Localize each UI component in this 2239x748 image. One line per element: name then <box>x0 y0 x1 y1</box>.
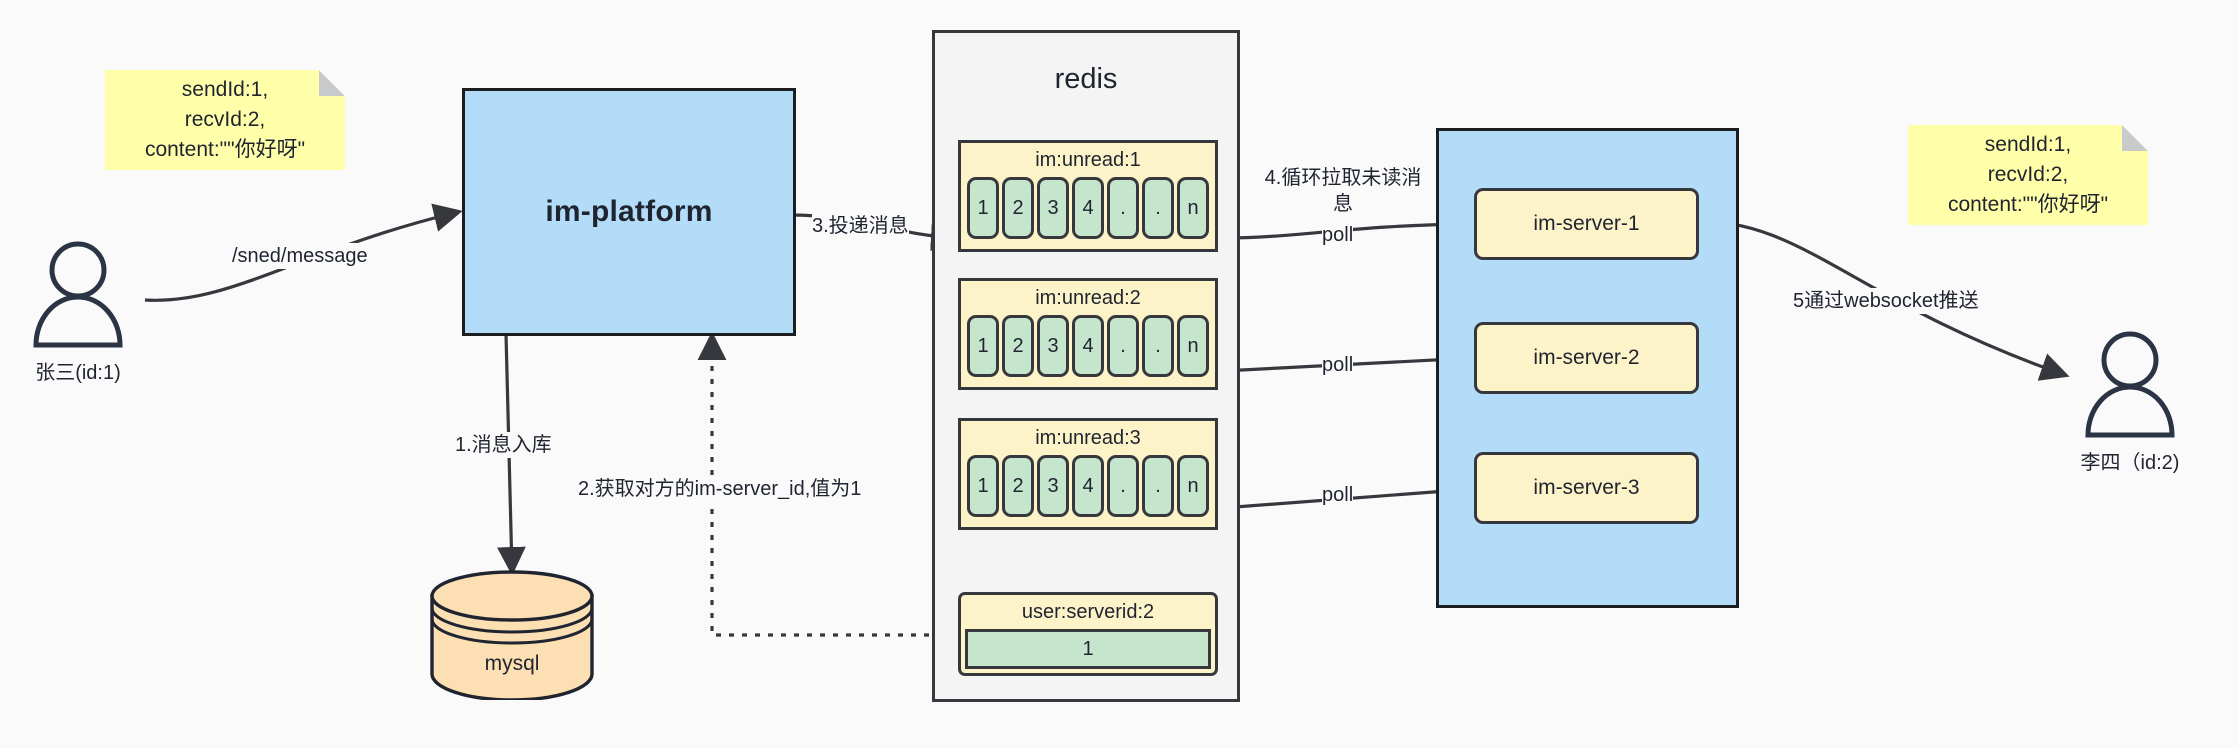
mysql-database: mysql <box>428 570 596 702</box>
edge-label-step5: 5通过websocket推送 <box>1793 288 1979 314</box>
redis-cell: n <box>1177 315 1209 377</box>
im-server-2-label: im-server-2 <box>1533 346 1640 369</box>
sticky-note-right-text: sendId:1, recvId:2, content:""你好呀" <box>1947 133 2109 216</box>
redis-cell: . <box>1107 315 1139 377</box>
redis-cell: 1 <box>967 177 999 239</box>
im-server-3-box[interactable]: im-server-3 <box>1474 452 1699 524</box>
user-icon <box>2085 331 2175 438</box>
edge-label-step1: 1.消息入库 <box>455 432 552 458</box>
redis-cell: 1 <box>967 315 999 377</box>
edge-serverid-to-platform <box>697 331 955 637</box>
redis-key-user-serverid-2: user:serverid:2 1 <box>958 592 1218 676</box>
redis-key-cells: 1 2 3 4 . . n <box>961 315 1215 382</box>
redis-title: redis <box>1054 63 1118 95</box>
edge-label-poll-2: poll <box>1322 352 1354 378</box>
sticky-note-left: sendId:1, recvId:2, content:""你好呀" <box>105 70 345 170</box>
user-icon <box>33 241 123 348</box>
redis-key-im-unread-2: im:unread:2 1 2 3 4 . . n <box>958 278 1218 390</box>
redis-key-im-unread-3: im:unread:3 1 2 3 4 . . n <box>958 418 1218 530</box>
redis-key-name: im:unread:1 <box>1035 149 1141 171</box>
redis-key-value: 1 <box>965 629 1211 669</box>
actor-sender-label: 张三(id:1) <box>35 362 121 384</box>
edge-label-send-message: /sned/message <box>232 243 368 269</box>
redis-key-cells: 1 2 3 4 . . n <box>961 177 1215 244</box>
actor-receiver-label: 李四（id:2) <box>2080 452 2180 474</box>
redis-cell: 1 <box>967 455 999 517</box>
im-server-2-box[interactable]: im-server-2 <box>1474 322 1699 394</box>
redis-cell: 3 <box>1037 177 1069 239</box>
sticky-note-right: sendId:1, recvId:2, content:""你好呀" <box>1908 125 2148 225</box>
edge-label-poll-1: poll <box>1322 222 1354 248</box>
im-server-1-label: im-server-1 <box>1533 212 1640 235</box>
redis-cell: 2 <box>1002 177 1034 239</box>
redis-key-im-unread-1: im:unread:1 1 2 3 4 . . n <box>958 140 1218 252</box>
redis-cell: 2 <box>1002 455 1034 517</box>
im-platform-box[interactable]: im-platform <box>462 88 796 336</box>
redis-cell: . <box>1107 455 1139 517</box>
redis-key-cells: 1 2 3 4 . . n <box>961 455 1215 522</box>
edge-label-poll-3: poll <box>1322 482 1354 508</box>
redis-cell: 3 <box>1037 315 1069 377</box>
edge-label-step4: 4.循环拉取未读消 息 <box>1258 165 1428 217</box>
redis-cell: . <box>1142 315 1174 377</box>
redis-cell: n <box>1177 177 1209 239</box>
redis-cell: . <box>1142 455 1174 517</box>
redis-cell: 4 <box>1072 177 1104 239</box>
im-server-1-box[interactable]: im-server-1 <box>1474 188 1699 260</box>
redis-key-name: user:serverid:2 <box>1021 601 1155 623</box>
im-server-3-label: im-server-3 <box>1533 476 1640 499</box>
actor-receiver: 李四（id:2) <box>2081 330 2179 475</box>
redis-cell: 3 <box>1037 455 1069 517</box>
redis-cell: 4 <box>1072 315 1104 377</box>
redis-cell: n <box>1177 455 1209 517</box>
redis-key-name: im:unread:3 <box>1035 427 1141 449</box>
edge-label-step3: 3.投递消息 <box>812 213 909 239</box>
redis-cell: 2 <box>1002 315 1034 377</box>
redis-cell: . <box>1142 177 1174 239</box>
database-cylinder-icon <box>430 570 594 702</box>
redis-key-name: im:unread:2 <box>1035 287 1141 309</box>
redis-cell: . <box>1107 177 1139 239</box>
edge-sender-to-platform <box>144 203 463 302</box>
mysql-label: mysql <box>484 652 540 675</box>
actor-sender: 张三(id:1) <box>30 240 126 385</box>
edge-label-step2: 2.获取对方的im-server_id,值为1 <box>578 476 862 502</box>
sticky-note-left-text: sendId:1, recvId:2, content:""你好呀" <box>144 78 306 161</box>
im-platform-label: im-platform <box>545 195 713 228</box>
redis-cell: 4 <box>1072 455 1104 517</box>
